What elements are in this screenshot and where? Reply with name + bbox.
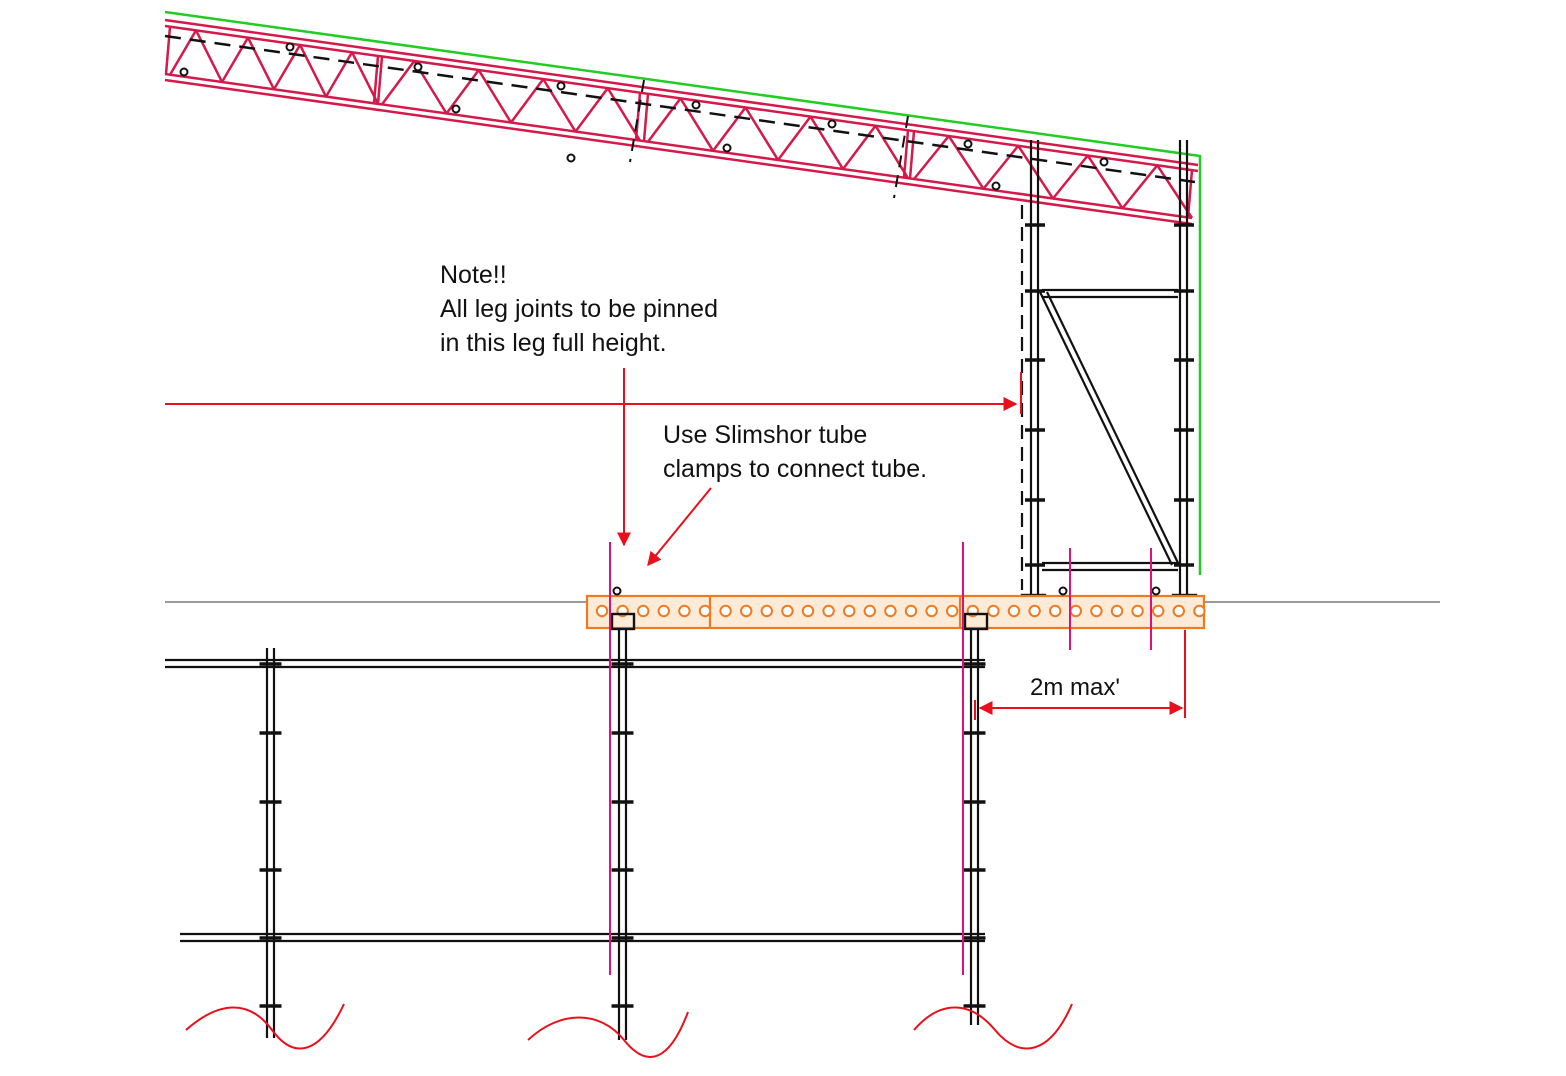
truss-pins <box>179 42 1109 191</box>
truss-post <box>1186 170 1194 218</box>
truss-web <box>744 106 780 161</box>
truss-post <box>908 131 916 179</box>
beam-hole <box>637 604 650 618</box>
beam-hole <box>843 604 856 618</box>
truss-post <box>642 93 650 142</box>
cladding-line <box>164 10 1202 575</box>
truss-web <box>1052 154 1089 200</box>
beam-hole <box>657 604 670 618</box>
clamp-note-line-1: Use Slimshor tube <box>663 421 868 449</box>
upper-tower <box>1020 140 1198 610</box>
truss-web <box>679 97 715 152</box>
beam-hole <box>1110 604 1124 618</box>
beam-hole <box>987 604 1000 618</box>
truss-post <box>902 130 910 178</box>
beam-hole <box>884 604 897 618</box>
beam-hole <box>1193 604 1206 618</box>
beam-holes <box>595 604 1206 618</box>
truss-web <box>324 51 354 98</box>
truss-web <box>246 37 276 90</box>
beam-hole <box>678 604 691 618</box>
truss-web <box>272 44 302 90</box>
beam-hole <box>719 604 732 618</box>
truss-web <box>1121 164 1159 210</box>
truss-web <box>1017 145 1055 200</box>
truss-post <box>634 92 642 141</box>
beam-hole <box>863 604 876 618</box>
beam-hole <box>946 604 959 618</box>
beam-hole <box>1069 604 1083 618</box>
truss-web <box>220 37 250 83</box>
clamp-leader-arrow <box>647 487 712 567</box>
beam-hole <box>595 604 609 618</box>
dimension-label: 2m max' <box>1030 674 1120 701</box>
beam-hole <box>1090 604 1103 618</box>
leader-arrows <box>165 368 1186 720</box>
truss-web <box>841 124 877 170</box>
beam-hole <box>1172 604 1186 618</box>
truss-web <box>168 29 198 76</box>
truss-web <box>509 78 545 124</box>
pin-note: Note!! All leg joints to be pinned in th… <box>440 258 718 360</box>
truss-web <box>776 115 812 161</box>
truss-web <box>646 97 682 143</box>
clamp-note: Use Slimshor tube clamps to connect tube… <box>663 418 927 486</box>
clamp-note-line-2: clamps to connect tube. <box>663 455 928 483</box>
truss-post <box>376 56 384 104</box>
beam-hole <box>740 604 753 618</box>
truss-web <box>711 106 747 152</box>
truss-post <box>164 26 172 75</box>
beam-hole <box>698 604 712 618</box>
beam-hole <box>904 604 918 618</box>
roof-truss <box>164 18 1199 226</box>
truss-splice-1 <box>629 79 645 163</box>
truss-web <box>445 69 480 115</box>
beam-hole <box>925 604 938 618</box>
beam-pins <box>612 586 1161 596</box>
truss-web <box>1086 154 1124 209</box>
truss-web <box>947 135 985 190</box>
beam-hole <box>1028 604 1041 618</box>
truss-web <box>913 135 950 180</box>
beam-hole <box>1049 604 1062 618</box>
truss-dashed-line <box>164 34 1196 184</box>
pin-note-heading: Note!! <box>440 261 507 289</box>
truss-web <box>380 60 416 106</box>
truss-web <box>606 87 642 142</box>
pin-note-line-3: in this leg full height. <box>440 329 667 357</box>
truss-web <box>350 51 380 105</box>
truss-web <box>574 87 609 133</box>
truss-web <box>809 115 845 170</box>
guide-lines <box>609 542 1152 975</box>
truss-web <box>477 69 513 124</box>
truss-web <box>298 44 328 98</box>
truss-web <box>194 29 224 83</box>
truss-web <box>874 125 910 179</box>
beam-hole <box>781 604 794 618</box>
truss-web <box>982 144 1020 190</box>
beam-hole <box>1152 604 1165 618</box>
beam-hole <box>1007 604 1021 618</box>
break-lines <box>185 1003 1073 1058</box>
beam-hole <box>822 604 835 618</box>
beam-hole <box>801 604 815 618</box>
truss-web <box>542 78 577 133</box>
beam-hole <box>1131 604 1144 618</box>
pin-note-line-2: All leg joints to be pinned <box>440 295 718 323</box>
beam-hole <box>760 604 773 618</box>
lower-scaffold <box>165 612 989 1040</box>
truss-splice-2 <box>893 115 909 199</box>
